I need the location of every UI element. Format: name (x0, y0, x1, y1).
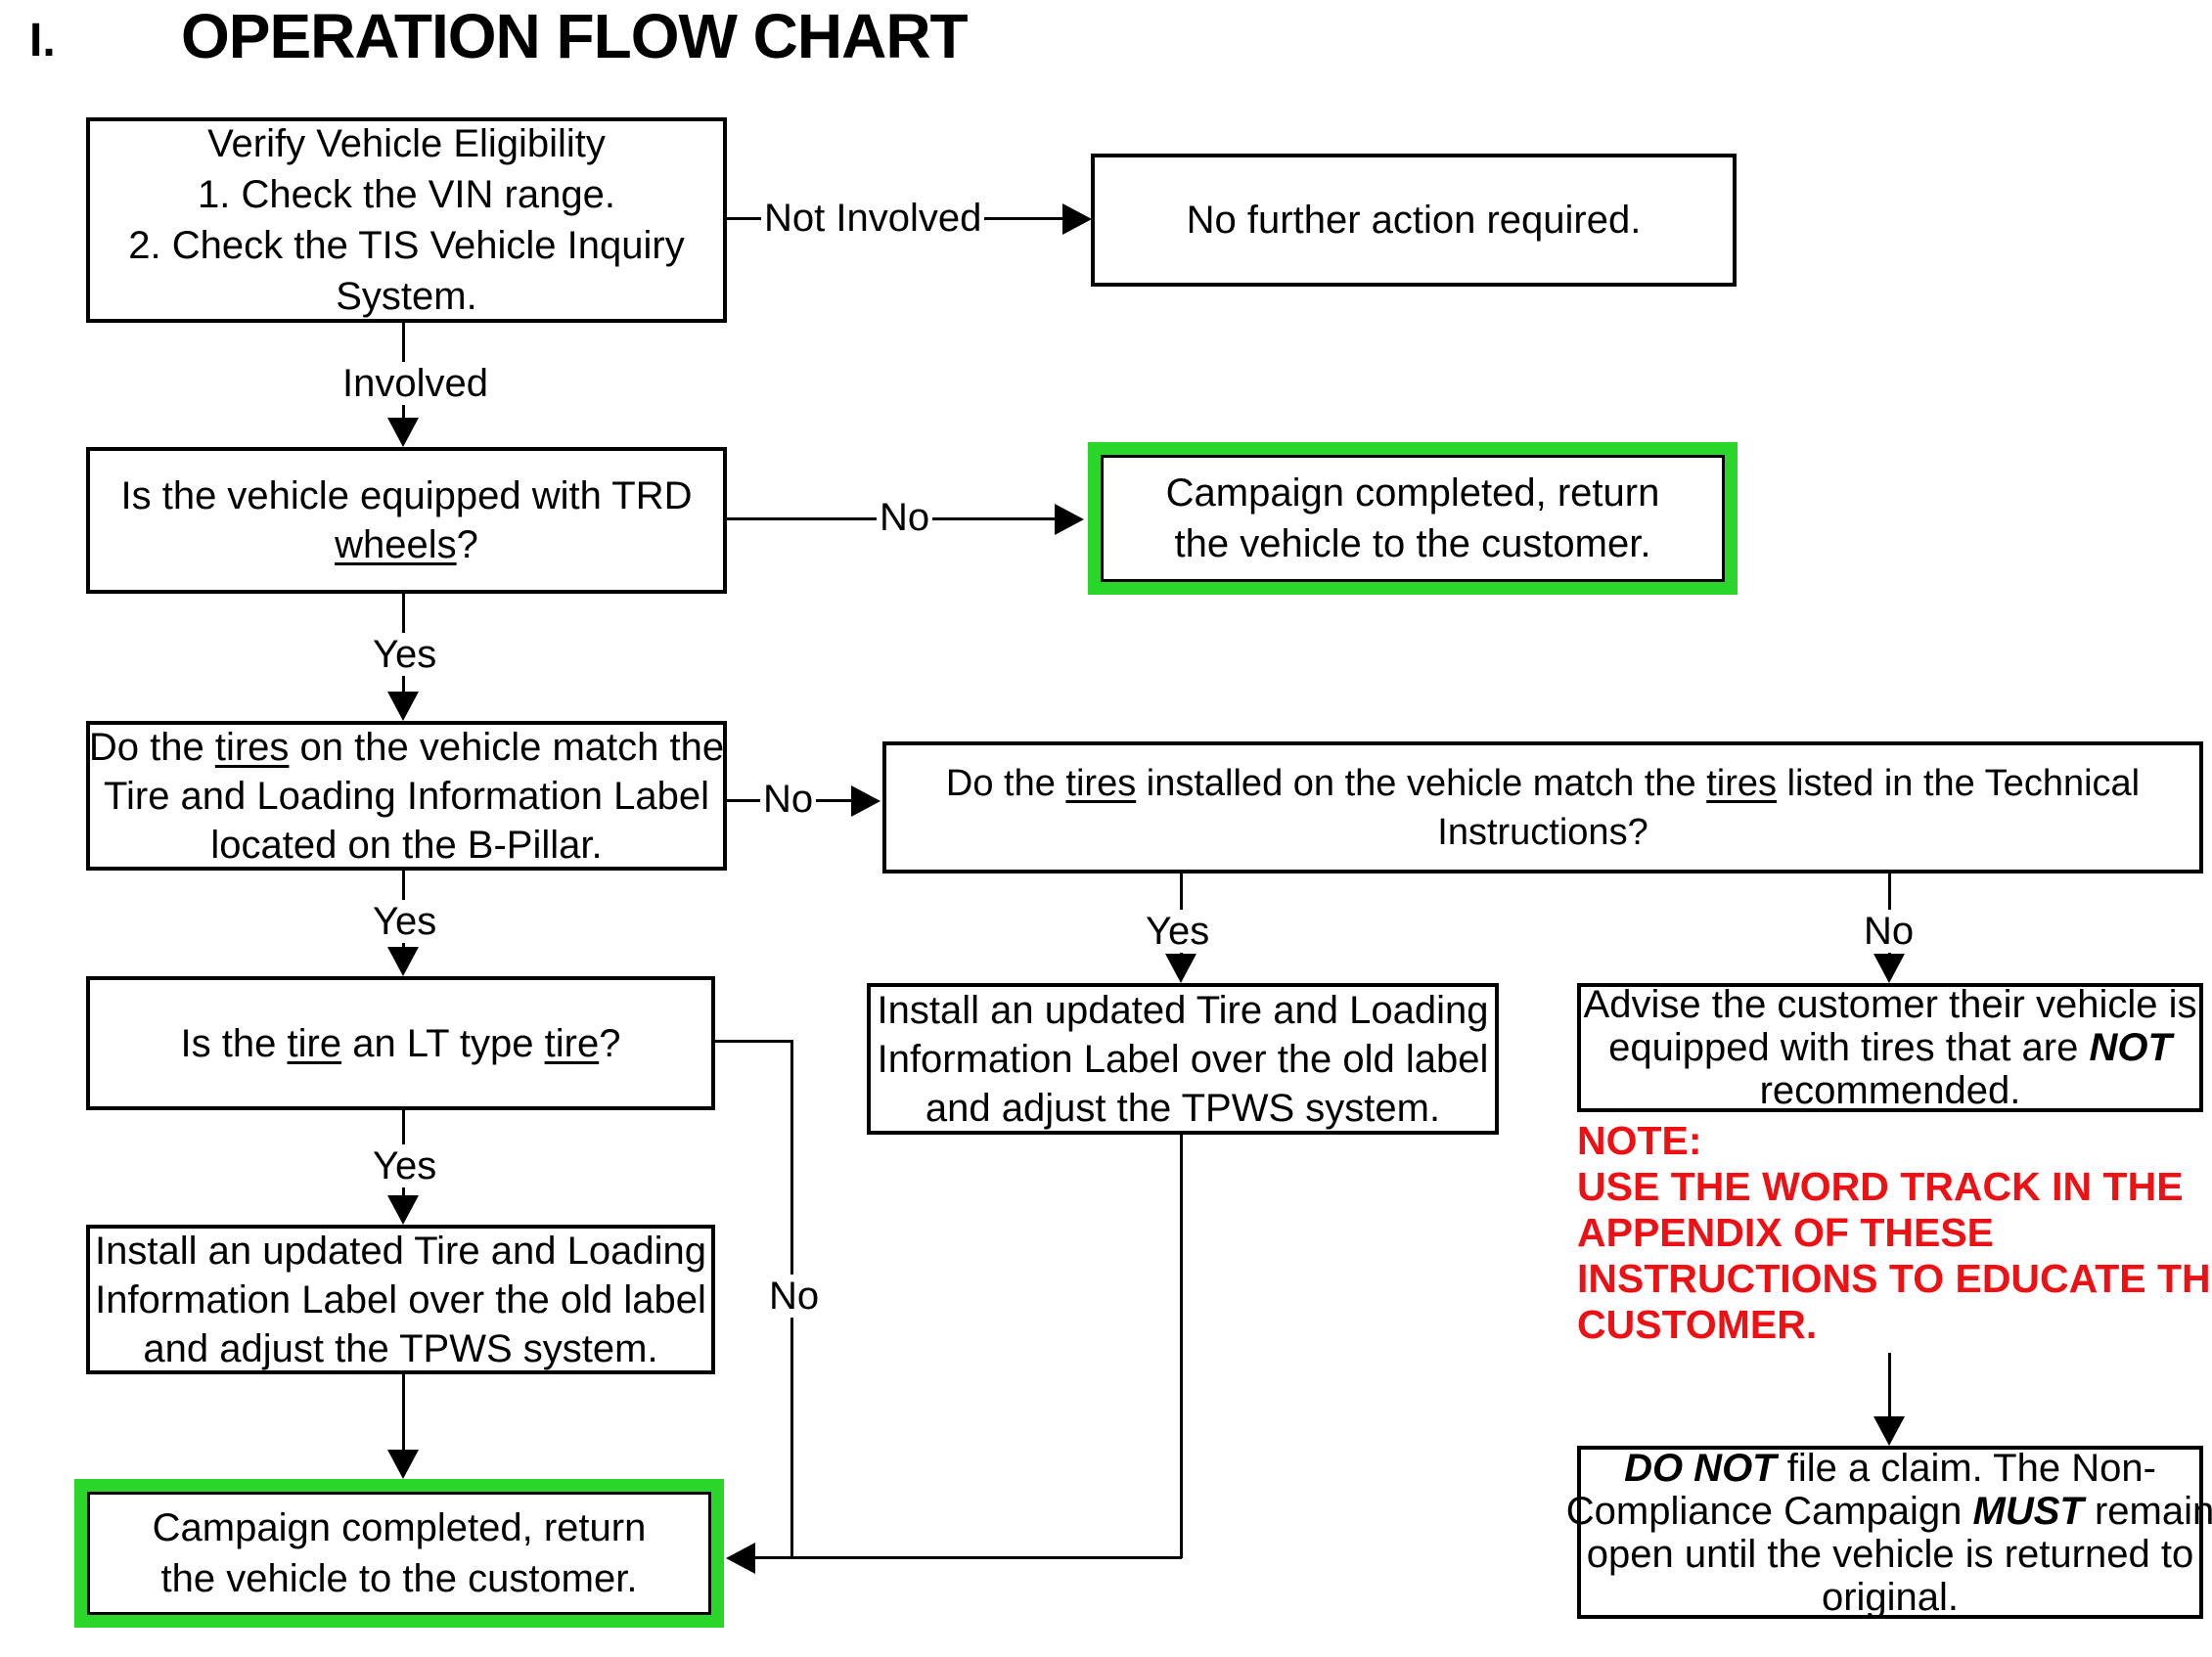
arrowhead-to-install-left-icon (387, 1195, 419, 1225)
page-title: OPERATION FLOW CHART (181, 1, 969, 71)
arrowhead-to-install-center-icon (1165, 954, 1196, 983)
flow-box-do-not-file-claim: DO NOT file a claim. The Non-Compliance … (1565, 1446, 2212, 1619)
connector-install-left-to-campaign-bottom (402, 1374, 405, 1453)
flow-box-tires-match-technical: Do the tires installed on the vehicle ma… (882, 741, 2203, 873)
edge-label-lt-no: No (766, 1275, 823, 1318)
connector-lt-no-horizontal (715, 1040, 793, 1043)
edge-label-lt-yes: Yes (370, 1144, 440, 1187)
edge-label-technical-yes: Yes (1143, 910, 1213, 953)
edge-label-bpillar-yes: Yes (370, 900, 440, 943)
section-numeral: I. (29, 15, 56, 67)
flow-box-no-further-action: No further action required. (1091, 154, 1737, 287)
edge-label-trd-no: No (877, 496, 933, 539)
connector-merge-to-campaign-bottom (753, 1556, 1182, 1559)
connector-note-to-claim (1888, 1353, 1891, 1418)
arrowhead-to-bpillar-icon (387, 692, 419, 721)
arrowhead-to-lt-icon (387, 947, 419, 976)
arrowhead-to-campaign-top-icon (1055, 504, 1084, 535)
arrowhead-to-technical-icon (851, 785, 880, 817)
arrowhead-to-campaign-bottom-icon (387, 1450, 419, 1479)
edge-label-bpillar-no: No (760, 778, 817, 821)
arrowhead-to-trd-icon (387, 418, 419, 447)
flow-box-lt-tire-question: Is the tire an LT type tire? (86, 976, 715, 1110)
edge-label-technical-no: No (1861, 910, 1918, 953)
connector-install-center-down (1180, 1135, 1183, 1558)
arrowhead-to-advise-icon (1873, 954, 1905, 983)
arrowhead-to-no-action-icon (1062, 203, 1092, 235)
edge-label-trd-yes: Yes (370, 633, 440, 676)
arrowhead-to-claim-icon (1873, 1416, 1905, 1446)
edge-label-involved: Involved (339, 362, 491, 405)
arrowhead-to-campaign-bottom-left-icon (726, 1543, 755, 1574)
edge-label-not-involved: Not Involved (761, 197, 985, 240)
